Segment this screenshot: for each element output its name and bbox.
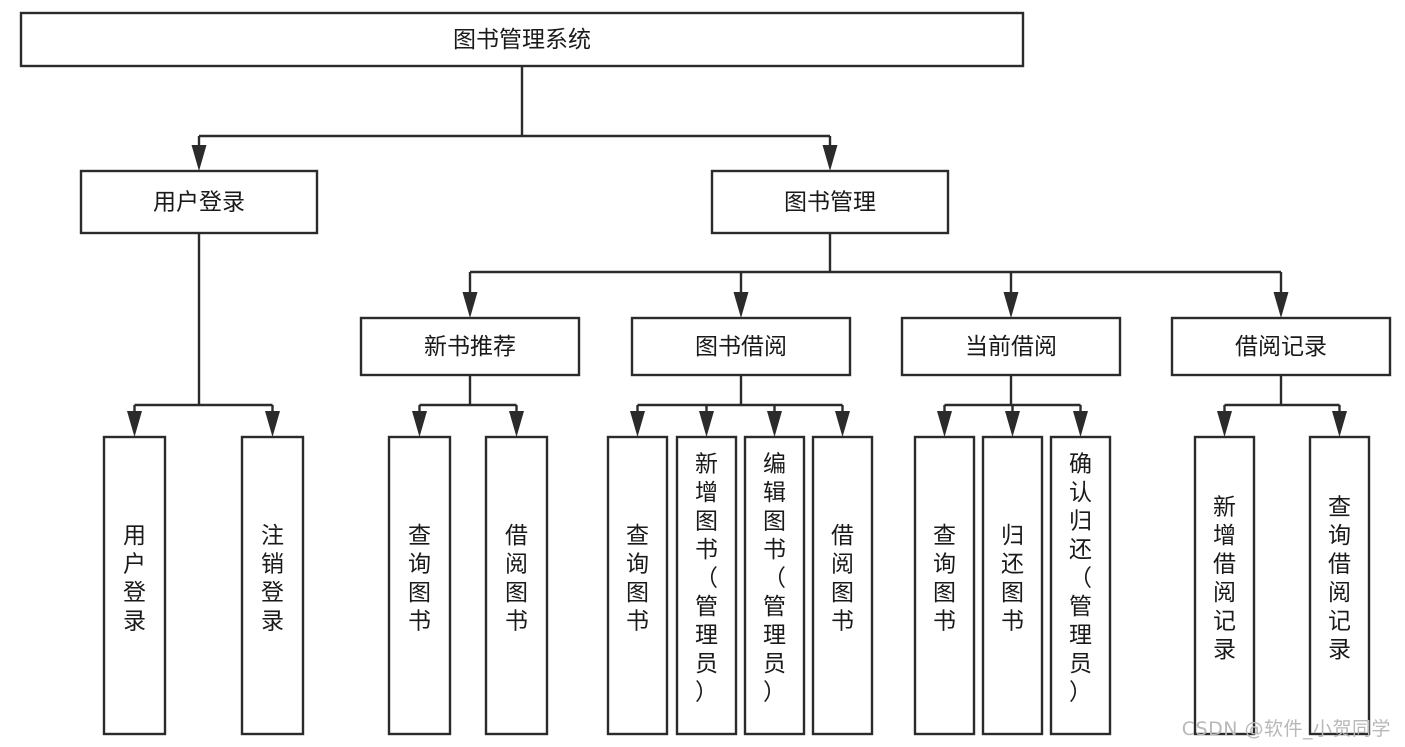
node-box-borrow-record[interactable] (1170, 316, 1392, 377)
node-label-leaf-record-query: 查询借阅记录 (1328, 494, 1351, 663)
node-label-leaf-user-logout: 注销登录 (261, 523, 284, 635)
node-label-leaf-rec-borrow-book: 借阅图书 (505, 523, 528, 635)
node-label-leaf-current-confirm-return: 确认归还（管理员） (1069, 452, 1092, 706)
node-label-leaf-borrow-add-book: 新增图书（管理员） (695, 452, 718, 706)
node-box-current-borrow[interactable] (900, 316, 1122, 377)
arrow-head-icon (462, 292, 478, 318)
node-current-borrow[interactable]: 当前借阅 (900, 316, 1122, 377)
arrow-head-icon (1073, 411, 1088, 437)
node-label-leaf-borrow-borrow-book: 借阅图书 (831, 523, 854, 635)
arrow-head-icon (1332, 411, 1347, 437)
arrow-head-icon (509, 411, 524, 437)
node-label-leaf-record-add: 新增借阅记录 (1213, 494, 1236, 663)
arrow-head-icon (1005, 411, 1020, 437)
arrow-head-icon (822, 145, 838, 171)
arrow-head-icon (191, 145, 207, 171)
connector-group-borrow-record (1217, 375, 1347, 437)
arrow-head-icon (1217, 411, 1232, 437)
node-new-book-recommend[interactable]: 新书推荐 (359, 316, 581, 377)
arrow-head-icon (412, 411, 427, 437)
arrow-head-icon (1273, 292, 1289, 318)
node-box-leaf-user-login[interactable] (102, 435, 167, 736)
connector-group-current-borrow (937, 375, 1088, 437)
arrow-head-icon (767, 411, 782, 437)
node-label-leaf-borrow-query-book: 查询图书 (626, 523, 649, 635)
node-label-book-borrow: 图书借阅 (695, 334, 787, 360)
node-box-leaf-record-add[interactable] (1193, 435, 1256, 736)
node-box-leaf-record-query[interactable] (1308, 435, 1371, 736)
node-borrow-record[interactable]: 借阅记录 (1170, 316, 1392, 377)
node-leaf-record-add[interactable]: 新增借阅记录 (1193, 435, 1256, 736)
node-label-new-book-recommend: 新书推荐 (424, 334, 516, 360)
node-leaf-user-logout[interactable]: 注销登录 (240, 435, 305, 736)
arrow-head-icon (127, 411, 142, 437)
connector-group-user-login (127, 233, 280, 437)
arrow-head-icon (733, 292, 749, 318)
node-label-leaf-current-return-book: 归还图书 (1001, 523, 1024, 635)
node-box-leaf-borrow-add-book[interactable] (675, 435, 738, 736)
node-leaf-rec-query-book[interactable]: 查询图书 (387, 435, 452, 736)
node-box-new-book-recommend[interactable] (359, 316, 581, 377)
node-book-manage[interactable]: 图书管理 (710, 169, 950, 235)
node-layer: 图书管理系统用户登录图书管理新书推荐图书借阅当前借阅借阅记录用户登录注销登录查询… (19, 11, 1392, 736)
node-label-root: 图书管理系统 (453, 27, 591, 53)
node-box-book-manage[interactable] (710, 169, 950, 235)
node-leaf-borrow-query-book[interactable]: 查询图书 (606, 435, 669, 736)
node-box-leaf-rec-query-book[interactable] (387, 435, 452, 736)
node-label-leaf-user-login: 用户登录 (123, 523, 146, 635)
node-user-login[interactable]: 用户登录 (79, 169, 319, 235)
node-leaf-rec-borrow-book[interactable]: 借阅图书 (484, 435, 549, 736)
node-label-user-login: 用户登录 (153, 190, 245, 216)
arrow-head-icon (265, 411, 280, 437)
node-leaf-current-confirm-return[interactable]: 确认归还（管理员） (1049, 435, 1112, 736)
arrow-head-icon (630, 411, 645, 437)
node-label-borrow-record: 借阅记录 (1235, 334, 1327, 360)
arrow-head-icon (937, 411, 952, 437)
node-label-leaf-rec-query-book: 查询图书 (408, 523, 431, 635)
connector-group-book-manage (462, 233, 1289, 318)
node-leaf-borrow-edit-book[interactable]: 编辑图书（管理员） (743, 435, 806, 736)
node-label-current-borrow: 当前借阅 (965, 334, 1057, 360)
arrow-head-icon (835, 411, 850, 437)
node-book-borrow[interactable]: 图书借阅 (630, 316, 852, 377)
node-leaf-borrow-add-book[interactable]: 新增图书（管理员） (675, 435, 738, 736)
node-box-root[interactable] (19, 11, 1025, 68)
node-box-user-login[interactable] (79, 169, 319, 235)
node-leaf-current-return-book[interactable]: 归还图书 (981, 435, 1044, 736)
connector-group-root (191, 66, 838, 171)
node-box-leaf-current-return-book[interactable] (981, 435, 1044, 736)
node-leaf-record-query[interactable]: 查询借阅记录 (1308, 435, 1371, 736)
node-box-leaf-rec-borrow-book[interactable] (484, 435, 549, 736)
node-label-book-manage: 图书管理 (784, 190, 876, 216)
node-label-leaf-current-query-book: 查询图书 (933, 523, 956, 635)
node-leaf-current-query-book[interactable]: 查询图书 (913, 435, 976, 736)
node-box-book-borrow[interactable] (630, 316, 852, 377)
connector-group-new-book-recommend (412, 375, 524, 437)
connector-layer (127, 66, 1347, 437)
arrow-head-icon (1003, 292, 1019, 318)
node-box-leaf-current-query-book[interactable] (913, 435, 976, 736)
node-box-leaf-borrow-edit-book[interactable] (743, 435, 806, 736)
node-leaf-borrow-borrow-book[interactable]: 借阅图书 (811, 435, 874, 736)
arrow-head-icon (699, 411, 714, 437)
node-label-leaf-borrow-edit-book: 编辑图书（管理员） (763, 452, 786, 706)
connector-group-book-borrow (630, 375, 850, 437)
node-box-leaf-borrow-borrow-book[interactable] (811, 435, 874, 736)
node-box-leaf-borrow-query-book[interactable] (606, 435, 669, 736)
node-leaf-user-login[interactable]: 用户登录 (102, 435, 167, 736)
node-box-leaf-current-confirm-return[interactable] (1049, 435, 1112, 736)
node-box-leaf-user-logout[interactable] (240, 435, 305, 736)
node-root[interactable]: 图书管理系统 (19, 11, 1025, 68)
